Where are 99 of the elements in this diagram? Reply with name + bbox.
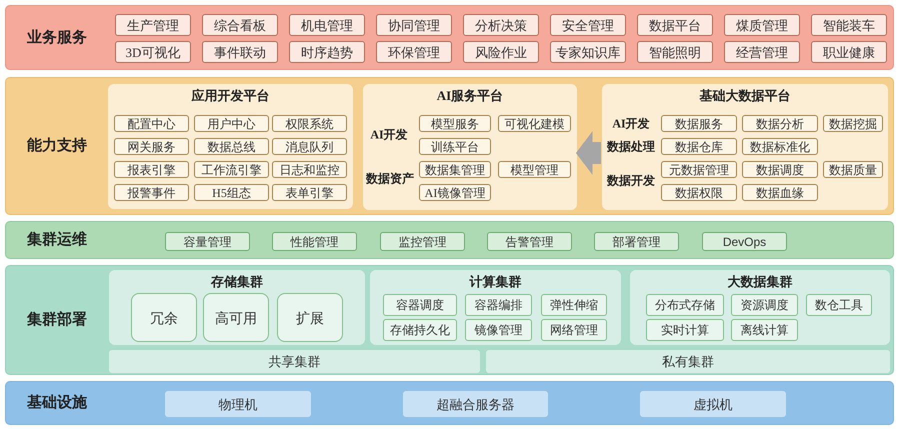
module-box: 表单引擎 (272, 184, 347, 201)
module-box: 数仓工具 (806, 294, 872, 316)
module-box: 模型服务 (419, 115, 491, 132)
module-box: 数据仓库 (661, 138, 737, 155)
module-box: 数据标准化 (742, 138, 818, 155)
module-box: 超融合服务器 (403, 391, 548, 417)
module-box: 共享集群 (109, 350, 480, 373)
module-box: 综合看板 (202, 14, 278, 36)
module-box: 报表引擎 (114, 161, 189, 178)
module-box: H5组态 (194, 184, 269, 201)
module-box: 训练平台 (419, 138, 491, 155)
layer-band (5, 221, 894, 259)
module-box: 事件联动 (202, 41, 278, 63)
module-box: 数据服务 (661, 115, 737, 132)
module-box: AI镜像管理 (419, 184, 491, 201)
row-label: AI开发 (370, 128, 408, 142)
module-box: 网关服务 (114, 138, 189, 155)
module-box: 安全管理 (550, 14, 626, 36)
module-box: 数据调度 (742, 161, 818, 178)
module-box: 风险作业 (463, 41, 539, 63)
platform-panel (630, 270, 890, 345)
module-box: 模型管理 (498, 161, 571, 178)
module-box: 智能照明 (637, 41, 713, 63)
module-box: 经营管理 (724, 41, 800, 63)
module-box: 高可用 (203, 293, 269, 342)
layer-label: 业务服务 (27, 29, 87, 46)
module-box: 时序趋势 (289, 41, 365, 63)
platform-panel (108, 84, 353, 209)
module-box: 容器调度 (383, 294, 457, 316)
module-box: 分析决策 (463, 14, 539, 36)
module-box: 性能管理 (272, 232, 357, 251)
module-box: 数据权限 (661, 184, 737, 201)
panel-title: 大数据集群 (728, 275, 792, 290)
module-box: 容器编排 (465, 294, 532, 316)
panel-title: AI服务平台 (436, 89, 504, 104)
platform-panel (363, 84, 577, 210)
arrow (576, 131, 601, 175)
module-box: 私有集群 (486, 350, 890, 373)
module-box: 煤质管理 (724, 14, 800, 36)
platform-panel (370, 270, 621, 345)
module-box: 实时计算 (646, 319, 724, 341)
panel-title: 应用开发平台 (192, 89, 270, 104)
module-box: 生产管理 (115, 14, 191, 36)
module-box: 机电管理 (289, 14, 365, 36)
module-box: 配置中心 (114, 115, 189, 132)
module-box: 日志和监控 (272, 161, 347, 178)
platform-panel (109, 270, 365, 345)
module-box: 数据集管理 (419, 161, 491, 178)
module-box: 元数据管理 (661, 161, 737, 178)
row-label: 数据开发 (607, 174, 655, 188)
panel-title: 存储集群 (211, 275, 263, 290)
module-box: 容量管理 (165, 232, 250, 251)
module-box: 数据总线 (194, 138, 269, 155)
module-box: 工作流引擎 (194, 161, 269, 178)
module-box: 冗余 (131, 293, 197, 342)
row-label: 数据处理 (607, 140, 655, 154)
layer-band (5, 5, 894, 70)
panel-title: 计算集群 (470, 275, 522, 290)
module-box: 资源调度 (731, 294, 798, 316)
module-box: 报警事件 (114, 184, 189, 201)
layer-label: 集群部署 (27, 312, 87, 328)
module-box: 监控管理 (380, 232, 465, 251)
module-box: 环保管理 (376, 41, 452, 63)
module-box: 存储持久化 (383, 319, 457, 341)
module-box: 消息队列 (272, 138, 347, 155)
row-label: 数据资产 (366, 172, 414, 186)
module-box: 网络管理 (541, 319, 607, 341)
layer-label: 基础设施 (27, 394, 87, 412)
panel-title: 基础大数据平台 (700, 89, 790, 104)
module-box: 智能装车 (811, 14, 887, 36)
module-box: 可视化建模 (498, 115, 571, 132)
module-box: 虚拟机 (640, 391, 786, 417)
module-box: 弹性伸缩 (541, 294, 607, 316)
module-box: 部署管理 (594, 232, 679, 251)
module-box: DevOps (702, 232, 787, 251)
module-box: 数据血缘 (742, 184, 818, 201)
platform-panel (602, 84, 888, 210)
module-box: 用户中心 (194, 115, 269, 132)
row-label: AI开发 (612, 117, 650, 131)
module-box: 扩展 (277, 293, 343, 342)
layer-band (5, 265, 894, 375)
module-box: 职业健康 (811, 41, 887, 63)
module-box: 数据质量 (823, 161, 883, 178)
layer-band (5, 77, 894, 215)
layer-band (5, 381, 894, 425)
module-box: 协同管理 (376, 14, 452, 36)
module-box: 数据平台 (637, 14, 713, 36)
module-box: 数据分析 (742, 115, 818, 132)
module-box: 镜像管理 (465, 319, 532, 341)
module-box: 离线计算 (731, 319, 798, 341)
module-box: 数据挖掘 (823, 115, 883, 132)
layer-label: 集群运维 (27, 232, 87, 248)
layer-label: 能力支持 (27, 138, 87, 154)
module-box: 告警管理 (487, 232, 572, 251)
module-box: 权限系统 (272, 115, 347, 132)
module-box: 专家知识库 (550, 41, 626, 63)
module-box: 分布式存储 (646, 294, 724, 316)
module-box: 物理机 (165, 391, 311, 417)
module-box: 3D可视化 (115, 41, 191, 63)
